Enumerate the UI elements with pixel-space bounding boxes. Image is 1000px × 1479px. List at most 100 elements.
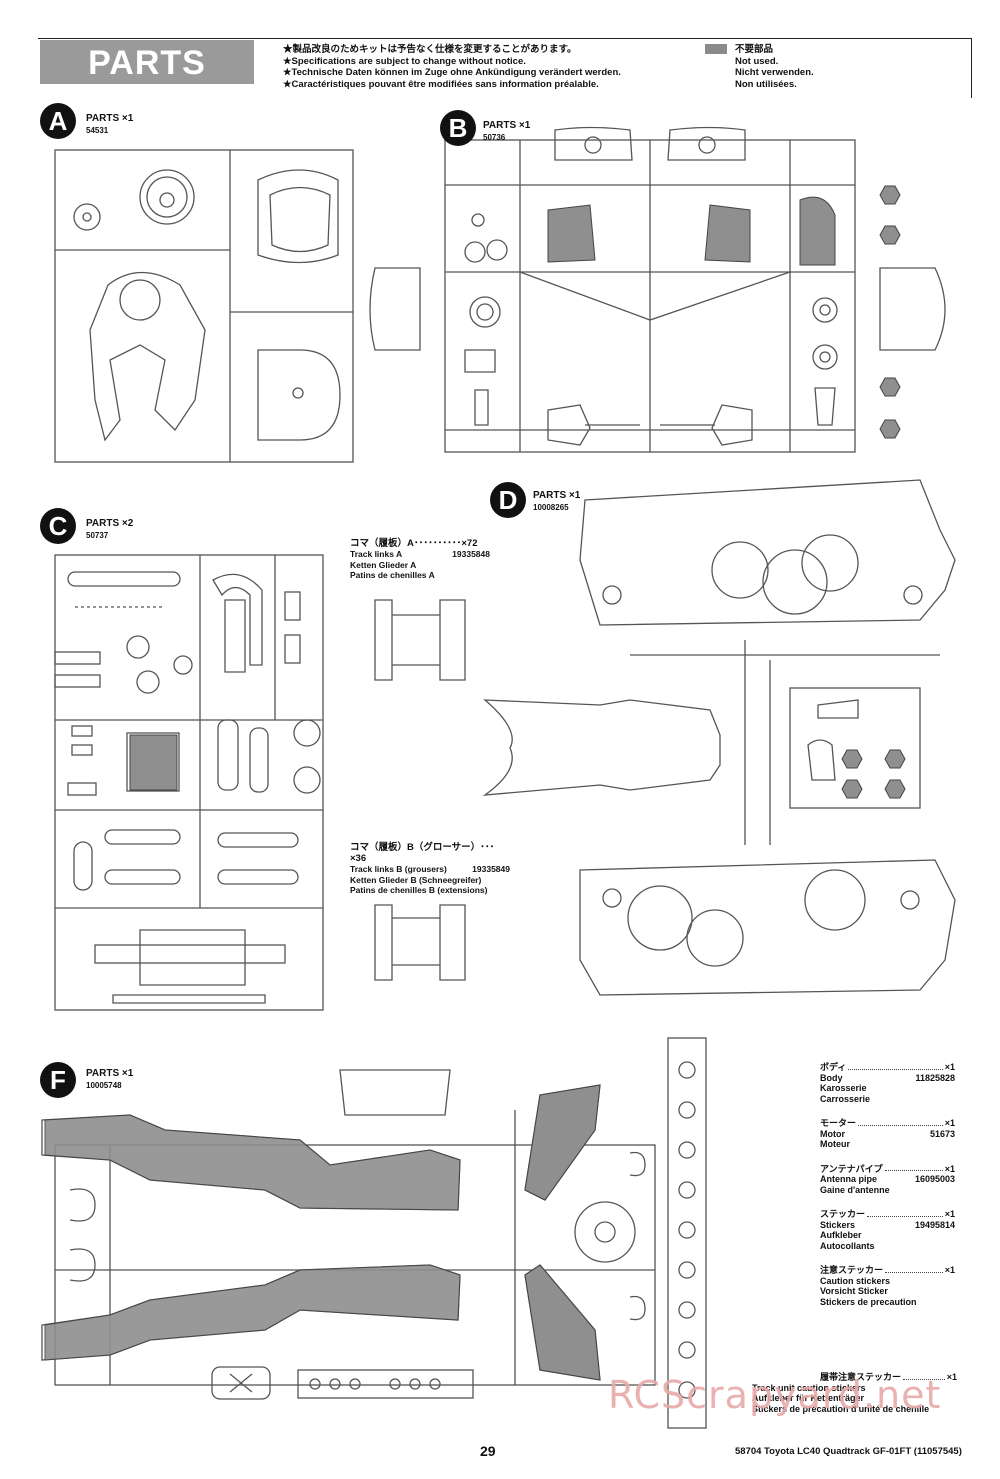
item-body-de: Karosserie [820,1083,867,1093]
item-track-caution-qty: ×1 [946,1372,957,1382]
sheet-b-qty: PARTS ×1 [483,120,531,131]
item-stickers-de: Aufkleber [820,1230,862,1240]
item-body-fr: Carrosserie [820,1093,871,1104]
sheet-f-badge: F [40,1062,76,1098]
item-body-code: 11825828 [915,1072,955,1083]
item-motor-qty: ×1 [944,1118,955,1128]
part-c10 [126,732,180,792]
part-f9 [667,1037,707,1429]
spec-note-en: ★Specifications are subject to change wi… [283,55,526,67]
legend-en: Not used. [735,55,779,67]
page-border-right [971,38,972,98]
sheet-c-label: PARTS ×2 50737 [86,518,133,542]
item-antenna-jp: アンテナパイプ [820,1163,883,1174]
page-border-top [38,38,972,39]
part-f5 [297,1369,474,1399]
part-d1 [579,479,956,626]
not-used-swatch [705,44,727,54]
track-links-a-en: Track links A [350,549,403,559]
item-stickers-en: Stickers [820,1219,856,1230]
watermark: RCScrapyard.net [608,1373,942,1417]
separate-items-list: ボディ×1 11825828 Body Karosserie Carrosser… [820,1062,955,1321]
item-caution-de: Vorsicht Sticker [820,1286,888,1296]
item-caution-jp: 注意ステッカー [820,1265,884,1275]
item-motor: モーター ×1 51673 Motor Moteur [820,1118,955,1150]
item-body: ボディ×1 11825828 Body Karosserie Carrosser… [820,1062,955,1104]
track-links-b-de: Ketten Glieder B (Schneegreifer) [350,874,482,885]
sheet-b-code: 50736 [483,133,506,142]
part-d2 [579,859,956,996]
item-antenna-code: 16095003 [914,1174,955,1184]
spec-note-jp: ★製品改良のためキットは予告なく仕様を変更することがあります。 [283,44,577,55]
item-track-caution-en: Track unit caution stickers [752,1382,866,1393]
sheet-d-subrunner [789,687,921,809]
sheet-c-qty: PARTS ×2 [86,518,134,529]
sheet-d-code: 10008265 [533,503,569,512]
footer-title: 58704 Toyota LC40 Quadtrack GF-01FT (110… [735,1446,962,1457]
sheet-a-code: 54531 [86,126,109,135]
part-d6 [482,699,721,796]
track-links-b-caption: コマ（履板）B（グローサー）･･･×36 Track links B (grou… [350,842,510,896]
track-links-b-code: 19335849 [472,864,510,874]
parts-banner: PARTS [40,40,254,84]
item-track-caution-de: Aufkleber für Kettenträger [752,1393,865,1403]
track-links-b-title: コマ（履板）B（グローサー）･･･×36 [350,842,495,864]
part-f4 [211,1366,271,1400]
legend-de: Nicht verwenden. [735,67,814,78]
item-motor-en: Motor [820,1128,845,1139]
item-motor-jp: モーター [820,1118,857,1128]
sheet-f-code: 10005748 [86,1081,122,1090]
part-f8 [574,1201,636,1263]
item-antenna-fr: Gaine d'antenne [820,1184,890,1195]
sheet-a-badge: A [40,103,76,139]
item-stickers-jp: ステッカー [820,1209,866,1219]
item-caution-en: Caution stickers [820,1275,891,1286]
spec-note-fr: ★Caractéristiques pouvant être modifiées… [283,78,599,90]
spec-notes: ★製品改良のためキットは予告なく仕様を変更することがあります。 ★Specifi… [283,44,621,90]
item-caution-qty: ×1 [944,1265,955,1275]
item-antenna-en: Antenna pipe [820,1174,878,1184]
item-caution-stickers: 注意ステッカー ×1 Caution stickers Vorsicht Stic… [820,1265,955,1307]
sheet-f-label: PARTS ×1 10005748 [86,1068,133,1092]
item-antenna-qty: ×1 [944,1163,955,1174]
item-antenna-pipe: アンテナパイプ ×1 16095003 Antenna pipe Gaine d'… [820,1164,955,1196]
sheet-d-qty: PARTS ×1 [533,490,581,501]
item-stickers-fr: Autocollants [820,1240,875,1251]
track-links-a-de: Ketten Glieder A [350,559,417,570]
item-motor-fr: Moteur [820,1139,850,1149]
sheet-c-runner [54,554,324,1011]
sheet-f-runner [54,1144,656,1386]
sheet-b-badge: B [440,110,476,146]
track-links-a-caption: コマ（履板）A･･････････×72 Track links A 193358… [350,538,490,581]
sheet-c-badge: C [40,508,76,544]
item-stickers-qty: ×1 [944,1209,955,1219]
sheet-d-badge: D [490,482,526,518]
not-used-legend: 不要部品 Not used. Nicht verwenden. Non util… [735,44,814,90]
sheet-d-label: PARTS ×1 10008265 [533,490,580,514]
page-number: 29 [480,1443,496,1459]
part-c19 [94,944,286,964]
spec-note-de: ★Technische Daten können im Zuge ohne An… [283,67,621,78]
track-links-a-title: コマ（履板）A･･････････×72 [350,538,478,549]
item-body-jp: ボディ [820,1062,847,1072]
item-track-caution-stickers: 履帯注意ステッカー×1 Track unit caution stickers … [752,1372,957,1414]
item-motor-code: 51673 [929,1128,955,1139]
item-body-qty: ×1 [944,1062,955,1072]
sheet-a-runner [54,149,354,463]
legend-jp: 不要部品 [735,44,774,55]
item-track-caution-jp: 履帯注意ステッカー [820,1372,902,1382]
sheet-a-label: PARTS ×1 54531 [86,113,133,137]
item-track-caution-fr: Stickers de précaution d'unité de chenil… [752,1403,930,1414]
sheet-b-label: PARTS ×1 50736 [483,120,530,144]
track-links-a-code: 19335848 [452,549,490,559]
item-caution-fr: Stickers de precaution [820,1296,917,1307]
sheet-a-qty: PARTS ×1 [86,113,134,124]
legend-fr: Non utilisées. [735,78,797,90]
sheet-c-code: 50737 [86,531,109,540]
item-stickers-code: 19495814 [914,1219,955,1230]
sheet-f-qty: PARTS ×1 [86,1068,134,1079]
track-links-b-fr: Patins de chenilles B (extensions) [350,885,488,895]
track-links-a-fr: Patins de chenilles A [350,570,435,580]
track-links-b-en: Track links B (grousers) [350,864,447,874]
